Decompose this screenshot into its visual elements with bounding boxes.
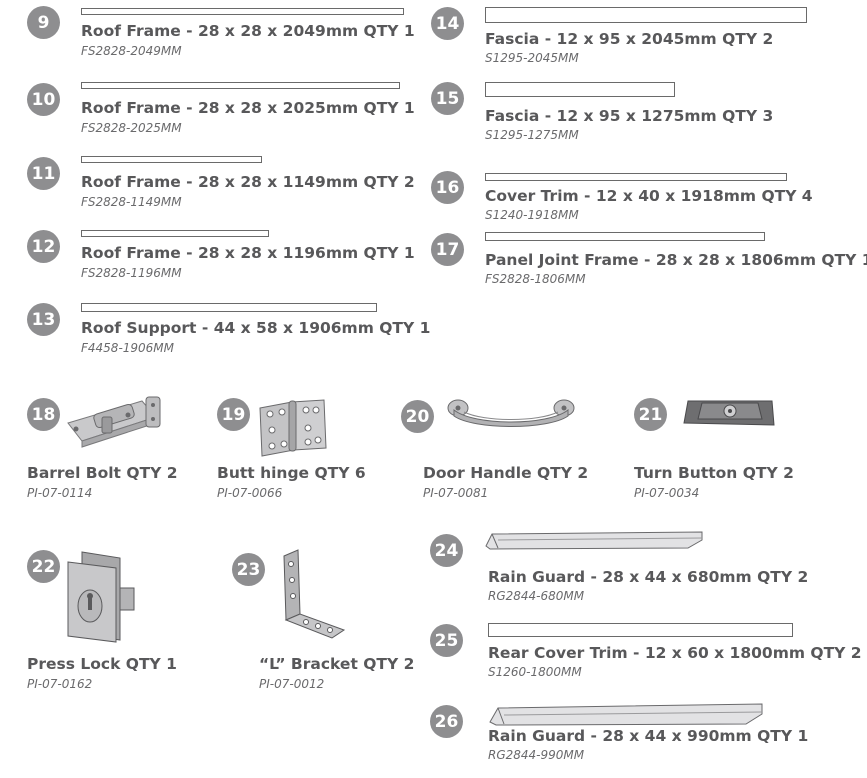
- part-title: Cover Trim - 12 x 40 x 1918mm QTY 4: [485, 187, 813, 205]
- part-number-badge: 18: [27, 398, 60, 431]
- part-code: RG2844-680MM: [488, 589, 585, 603]
- part-code: FS2828-1806MM: [485, 272, 586, 286]
- part-code: PI-07-0162: [27, 677, 93, 691]
- part-number-badge: 15: [431, 82, 464, 115]
- part-title: Fascia - 12 x 95 x 1275mm QTY 3: [485, 107, 774, 125]
- butt-hinge-icon: [259, 399, 327, 457]
- part-code: FS2828-2049MM: [81, 44, 182, 58]
- timber-bar-diagram: [81, 82, 400, 89]
- part-number-badge: 11: [27, 157, 60, 190]
- part-title: Door Handle QTY 2: [423, 464, 589, 482]
- part-title: Roof Frame - 28 x 28 x 1196mm QTY 1: [81, 244, 415, 262]
- l-bracket-icon: [283, 549, 346, 639]
- fascia-board-diagram: [485, 82, 675, 97]
- part-title: Roof Frame - 28 x 28 x 2025mm QTY 1: [81, 99, 415, 117]
- part-number-badge: 24: [430, 534, 463, 567]
- part-title: Rain Guard - 28 x 44 x 990mm QTY 1: [488, 727, 809, 745]
- part-number-badge: 19: [217, 398, 250, 431]
- part-code: FS2828-2025MM: [81, 121, 182, 135]
- part-title: Fascia - 12 x 95 x 2045mm QTY 2: [485, 30, 774, 48]
- part-title: Roof Support - 44 x 58 x 1906mm QTY 1: [81, 319, 431, 337]
- part-code: PI-07-0034: [634, 486, 700, 500]
- part-number-badge: 16: [431, 171, 464, 204]
- part-title: Butt hinge QTY 6: [217, 464, 366, 482]
- part-title: Rain Guard - 28 x 44 x 680mm QTY 2: [488, 568, 809, 586]
- rain-guard-profile-icon: [485, 531, 703, 550]
- part-code: S1295-2045MM: [485, 51, 579, 65]
- part-code: F4458-1906MM: [81, 341, 175, 355]
- part-code: PI-07-0012: [259, 677, 325, 691]
- part-number-badge: 17: [431, 233, 464, 266]
- part-number-badge: 10: [27, 83, 60, 116]
- part-code: FS2828-1196MM: [81, 266, 182, 280]
- rain-guard-profile-icon: [489, 703, 763, 726]
- part-code: S1260-1800MM: [488, 665, 582, 679]
- part-number-badge: 23: [232, 553, 265, 586]
- trim-board-diagram: [488, 623, 793, 637]
- part-title: “L” Bracket QTY 2: [259, 655, 415, 673]
- part-number-badge: 26: [430, 705, 463, 738]
- part-number-badge: 25: [430, 624, 463, 657]
- fascia-board-diagram: [485, 7, 807, 23]
- turn-button-icon: [683, 400, 775, 426]
- part-title: Roof Frame - 28 x 28 x 2049mm QTY 1: [81, 22, 415, 40]
- part-code: FS2828-1149MM: [81, 195, 182, 209]
- part-title: Turn Button QTY 2: [634, 464, 794, 482]
- part-number-badge: 21: [634, 398, 667, 431]
- part-number-badge: 13: [27, 303, 60, 336]
- part-code: PI-07-0114: [27, 486, 93, 500]
- timber-bar-diagram: [485, 232, 765, 241]
- barrel-bolt-icon: [67, 396, 161, 448]
- part-title: Press Lock QTY 1: [27, 655, 177, 673]
- part-title: Panel Joint Frame - 28 x 28 x 1806mm QTY…: [485, 251, 867, 269]
- part-code: S1295-1275MM: [485, 128, 579, 142]
- part-title: Roof Frame - 28 x 28 x 1149mm QTY 2: [81, 173, 415, 191]
- part-title: Rear Cover Trim - 12 x 60 x 1800mm QTY 2: [488, 644, 862, 662]
- timber-bar-diagram: [81, 156, 262, 163]
- part-title: Barrel Bolt QTY 2: [27, 464, 178, 482]
- timber-bar-diagram: [81, 303, 377, 312]
- press-lock-icon: [67, 551, 135, 643]
- part-number-badge: 12: [27, 230, 60, 263]
- part-number-badge: 22: [27, 550, 60, 583]
- part-number-badge: 14: [431, 7, 464, 40]
- trim-bar-diagram: [485, 173, 787, 181]
- door-handle-icon: [447, 399, 575, 427]
- timber-bar-diagram: [81, 230, 269, 237]
- part-number-badge: 20: [401, 400, 434, 433]
- part-code: S1240-1918MM: [485, 208, 579, 222]
- timber-bar-diagram: [81, 8, 404, 15]
- part-code: RG2844-990MM: [488, 748, 585, 762]
- part-code: PI-07-0081: [423, 486, 489, 500]
- part-code: PI-07-0066: [217, 486, 283, 500]
- part-number-badge: 9: [27, 6, 60, 39]
